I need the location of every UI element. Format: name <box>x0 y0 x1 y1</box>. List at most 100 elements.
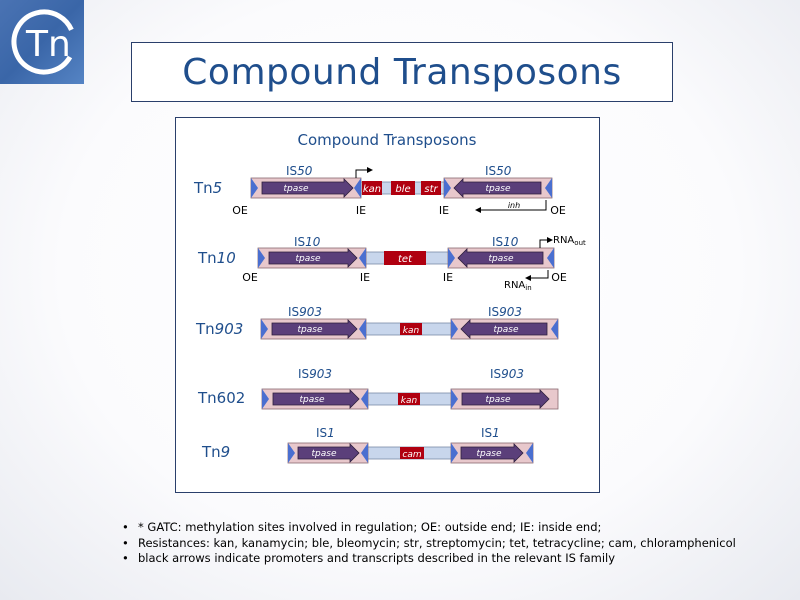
diagram-canvas: Compound Transposons Tn5 IS50 IS50 tpase… <box>193 131 586 464</box>
footnote-item: black arrows indicate promoters and tran… <box>120 551 780 567</box>
tn903-right-tpase-label: tpase <box>494 325 519 335</box>
tn10-right-ie-label: IE <box>443 271 453 284</box>
tn10-rna-in-label: RNAin <box>504 280 532 292</box>
tn5-gene-str <box>421 181 441 195</box>
tn5-right-oe-marker <box>545 178 552 198</box>
tn9-right-is-label: IS1 <box>481 426 500 440</box>
tn9-right-tpase-label: tpase <box>477 449 502 459</box>
tn602-left-tpase-label: tpase <box>300 395 325 405</box>
footnote-item: Resistances: kan, kanamycin; ble, bleomy… <box>120 536 780 552</box>
tn9-left-tpase-arrow <box>297 443 360 463</box>
tn602-name: Tn602 <box>197 389 245 407</box>
tn5-inh-transcript-arrow <box>475 200 547 213</box>
diagram-title: Compound Transposons <box>298 131 477 149</box>
tn10-rna-out-arrow <box>539 237 553 248</box>
tn10-rna-out-label: RNAout <box>553 235 586 247</box>
tn5-left-oe-label: OE <box>232 204 248 217</box>
tn903-left-end-marker <box>261 319 268 339</box>
slide-title: Compound Transposons <box>182 51 622 93</box>
tn5-inh-label: inh <box>508 201 520 210</box>
tn5-promoter-arrow <box>355 167 373 178</box>
tn903-name: Tn903 <box>195 320 243 338</box>
tn9-gene-cam-label: cam <box>402 450 421 460</box>
tn10-right-is-label: IS10 <box>492 235 519 249</box>
tn10-right-tpase-label: tpase <box>489 254 514 264</box>
slide-title-box: Compound Transposons <box>131 42 673 102</box>
tn5-left-ie-marker <box>354 178 361 198</box>
tn10-gene-tet-label: tet <box>398 254 413 265</box>
tn5-right-is-label: IS50 <box>485 164 512 178</box>
tn9-right-end-marker <box>526 443 533 463</box>
tn602-right-inner-marker <box>451 389 458 409</box>
tn5-gene-ble-label: ble <box>395 184 410 195</box>
tn602-right-tpase-arrow <box>461 389 550 409</box>
tn9-name: Tn9 <box>201 443 230 461</box>
tn602-right-is-label: IS903 <box>490 367 524 381</box>
tn903-left-tpase-arrow <box>271 319 358 339</box>
tn602-left-end-marker <box>262 389 269 409</box>
row-tn903: Tn903 IS903 IS903 tpase kan tpase <box>195 305 559 340</box>
row-tn9: Tn9 IS1 IS1 tpase cam tpase <box>201 426 534 464</box>
tn903-left-is-label: IS903 <box>288 305 322 319</box>
row-tn10: Tn10 IS10 IS10 tpase tet tpase R <box>197 235 586 292</box>
tn5-name: Tn5 <box>193 179 222 197</box>
tn10-right-tpase-arrow <box>457 248 544 268</box>
row-tn5: Tn5 IS50 IS50 tpase kan ble str <box>193 164 566 217</box>
tn10-right-oe-label: OE <box>551 271 567 284</box>
tn5-left-tpase-arrow <box>261 178 354 198</box>
tn5-right-tpase-arrow <box>453 178 542 198</box>
tn602-gene-kan-label: kan <box>401 396 418 406</box>
tn9-left-is-label: IS1 <box>316 426 335 440</box>
tn9-right-tpase-arrow <box>460 443 524 463</box>
tn10-left-tpase-label: tpase <box>296 254 321 264</box>
tn602-right-tpase-label: tpase <box>486 395 511 405</box>
tn10-left-oe-marker <box>258 248 265 268</box>
tn5-left-is-label: IS50 <box>286 164 313 178</box>
tn5-gene-kan <box>362 181 382 195</box>
tn10-right-oe-marker <box>547 248 554 268</box>
tn602-left-inner-marker <box>361 389 368 409</box>
logo-text: Tn <box>25 24 71 65</box>
row-tn602: Tn602 IS903 IS903 tpase kan tpase <box>197 367 559 410</box>
tn9-right-inner-marker <box>451 443 458 463</box>
tn5-gene-ble <box>391 181 415 195</box>
tn10-rna-in-arrow <box>525 270 549 281</box>
tn602-left-is-label: IS903 <box>298 367 332 381</box>
tn10-gene-tet <box>384 251 426 265</box>
tn903-right-end-marker <box>551 319 558 339</box>
tn5-left-tpase-label: tpase <box>284 184 309 194</box>
tn5-right-ie-label: IE <box>439 204 449 217</box>
tn10-left-ie-marker <box>359 248 366 268</box>
logo-graphic: Tn <box>11 9 77 75</box>
tn9-left-tpase-label: tpase <box>312 449 337 459</box>
tn5-right-ie-marker <box>444 178 451 198</box>
tn903-right-tpase-arrow <box>460 319 548 339</box>
tn5-right-oe-label: OE <box>550 204 566 217</box>
tn9-gene-cam <box>400 447 424 459</box>
tn602-left-tpase-arrow <box>272 389 360 409</box>
tn903-gene-kan-label: kan <box>403 326 420 336</box>
tn903-left-inner-marker <box>359 319 366 339</box>
tn903-gene-kan <box>400 323 422 335</box>
tn5-left-oe-marker <box>251 178 258 198</box>
tn903-left-tpase-label: tpase <box>298 325 323 335</box>
tn10-left-is-label: IS10 <box>294 235 321 249</box>
tn10-left-oe-label: OE <box>242 271 258 284</box>
tn-logo: Tn <box>0 0 84 84</box>
tn5-gene-kan-label: kan <box>363 184 381 195</box>
tn9-left-end-marker <box>288 443 295 463</box>
tn10-name: Tn10 <box>197 249 236 267</box>
compound-transposon-diagram: Compound Transposons Tn5 IS50 IS50 tpase… <box>175 117 600 493</box>
tn10-left-ie-label: IE <box>360 271 370 284</box>
tn5-gene-str-label: str <box>424 184 438 195</box>
tn10-right-ie-marker <box>448 248 455 268</box>
tn9-left-inner-marker <box>361 443 368 463</box>
tn10-left-tpase-arrow <box>268 248 358 268</box>
tn602-gene-kan <box>398 393 420 405</box>
footnotes: * GATC: methylation sites involved in re… <box>120 520 780 567</box>
footnote-item: * GATC: methylation sites involved in re… <box>120 520 780 536</box>
tn903-right-inner-marker <box>451 319 458 339</box>
tn5-left-ie-label: IE <box>356 204 366 217</box>
tn5-right-tpase-label: tpase <box>486 184 511 194</box>
tn903-right-is-label: IS903 <box>488 305 522 319</box>
